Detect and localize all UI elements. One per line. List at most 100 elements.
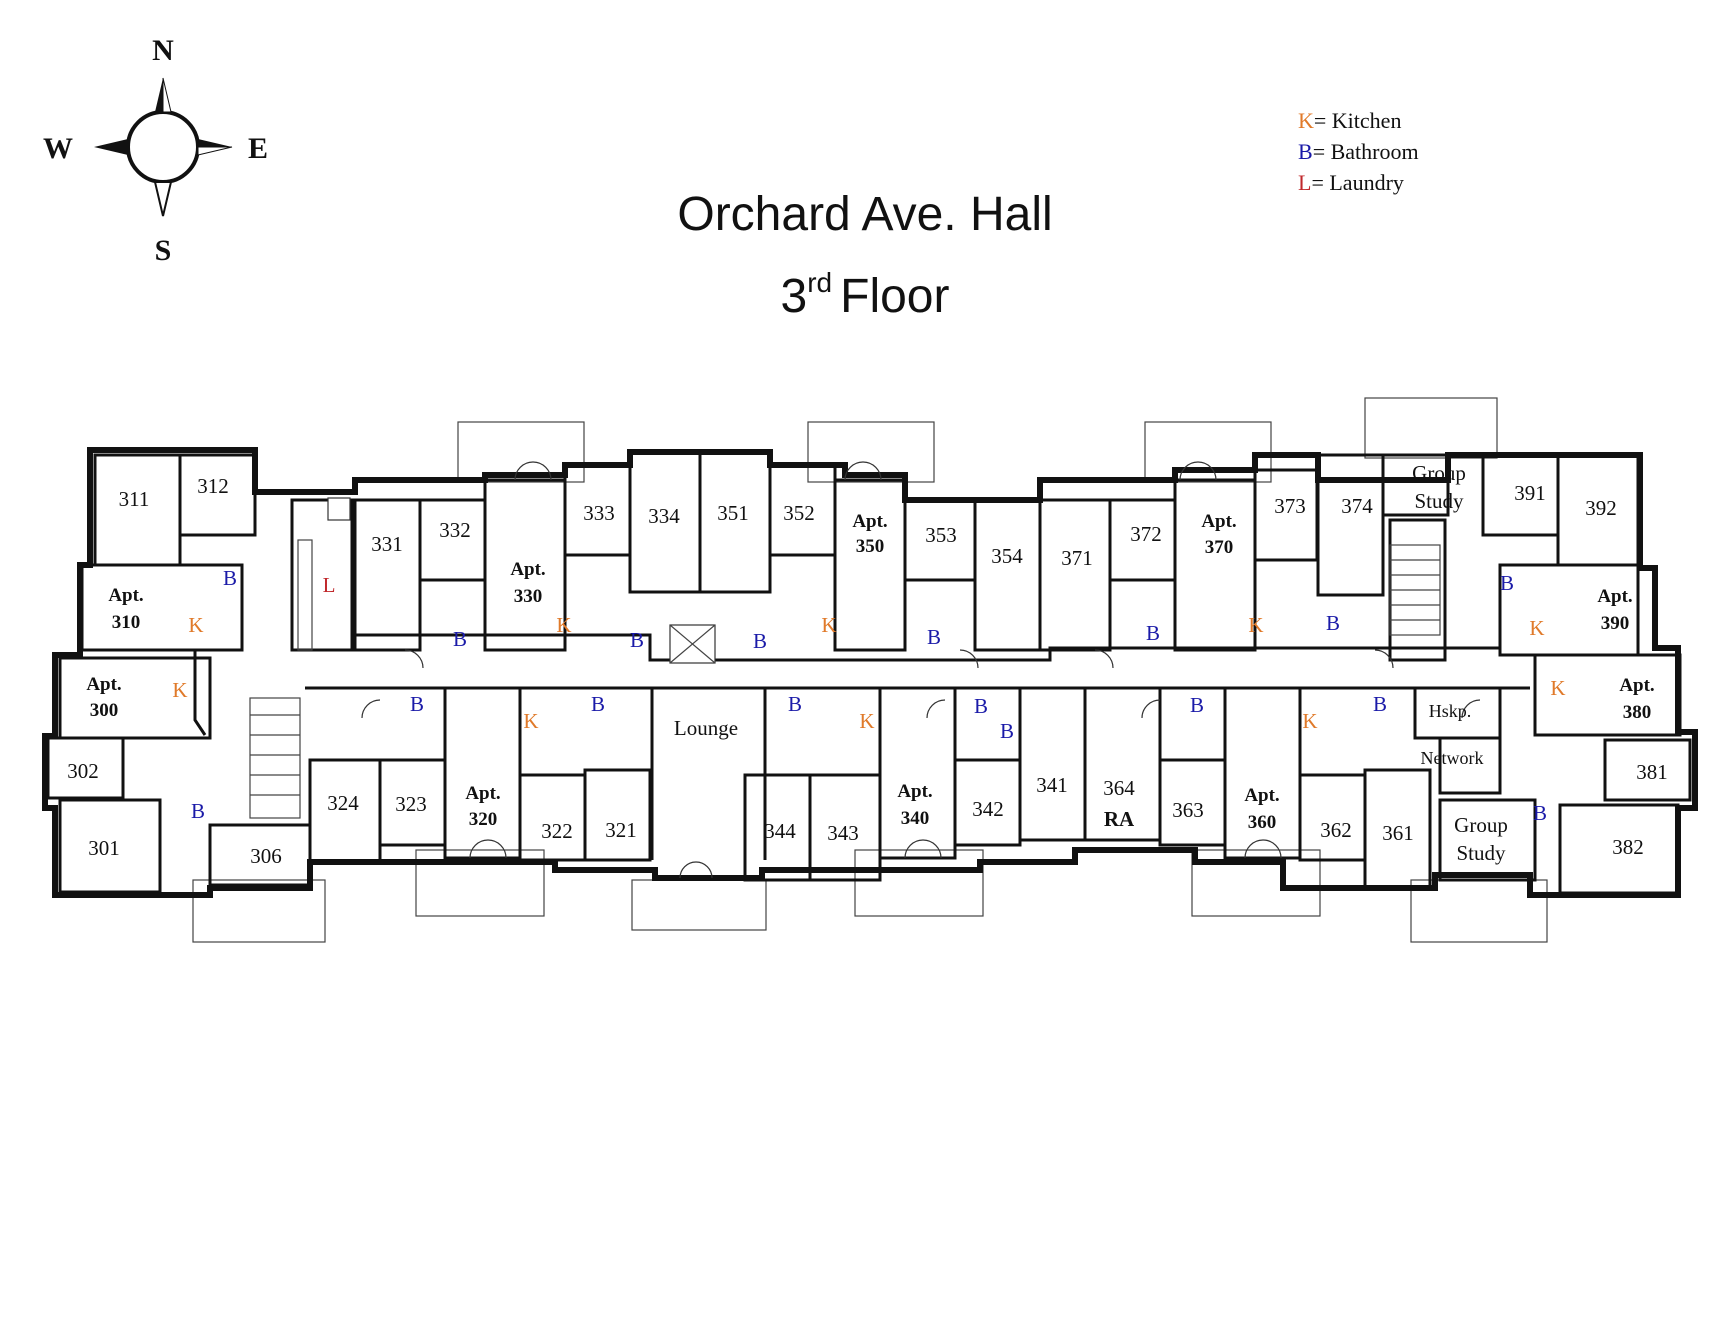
legend-kitchen: K= Kitchen bbox=[1298, 108, 1401, 133]
room-391-label: 391 bbox=[1514, 481, 1546, 505]
room-323-label: 323 bbox=[395, 792, 427, 816]
bathroom-mark: B bbox=[788, 692, 802, 716]
map-title: Orchard Ave. Hall bbox=[677, 188, 1052, 241]
bathroom-mark: B bbox=[1373, 692, 1387, 716]
apt-350-label-a: Apt. bbox=[852, 511, 887, 532]
legend-laundry: L= Laundry bbox=[1298, 170, 1404, 195]
room-392-label: 392 bbox=[1585, 496, 1617, 520]
bathroom-mark: B bbox=[974, 694, 988, 718]
apt-330-label-b: 330 bbox=[514, 586, 543, 607]
kitchen-mark: K bbox=[859, 709, 874, 733]
legend-kitchen-key: K bbox=[1298, 108, 1314, 133]
compass-rose: N S E W bbox=[43, 34, 268, 267]
apt-310-label-a: Apt. bbox=[108, 585, 143, 606]
bathroom-mark: B bbox=[453, 627, 467, 651]
group-study-south-a: Group bbox=[1454, 813, 1508, 837]
apt-350-label-b: 350 bbox=[856, 536, 885, 557]
group-study-north-a: Group bbox=[1412, 461, 1466, 485]
room-364-label: 364 bbox=[1103, 776, 1135, 800]
group-study-south-b: Study bbox=[1456, 841, 1506, 865]
bathroom-mark: B bbox=[223, 566, 237, 590]
group-study-north-b: Study bbox=[1414, 489, 1464, 513]
room-344-label: 344 bbox=[764, 819, 796, 843]
room-302-label: 302 bbox=[67, 759, 99, 783]
apt-300-label-b: 300 bbox=[90, 700, 119, 721]
apt-340-label-a: Apt. bbox=[897, 781, 932, 802]
room-342-label: 342 bbox=[972, 797, 1004, 821]
room-351-label: 351 bbox=[717, 501, 749, 525]
room-371-label: 371 bbox=[1061, 546, 1093, 570]
apt-390-label-a: Apt. bbox=[1597, 586, 1632, 607]
kitchen-mark: K bbox=[188, 613, 203, 637]
apt-300-label-a: Apt. bbox=[86, 674, 121, 695]
legend-laundry-key: L bbox=[1298, 170, 1311, 195]
compass-south-label: S bbox=[155, 234, 172, 267]
room-333-label: 333 bbox=[583, 501, 615, 525]
bathroom-marks: B B B B B B B B B B B B B B B B B bbox=[191, 566, 1547, 825]
room-labels: 311 312 Apt. 310 Apt. 300 302 301 306 L … bbox=[67, 461, 1668, 868]
apt-320-label-b: 320 bbox=[469, 809, 498, 830]
room-374-label: 374 bbox=[1341, 494, 1373, 518]
room-362-label: 362 bbox=[1320, 818, 1352, 842]
kitchen-mark: K bbox=[1248, 613, 1263, 637]
room-301-label: 301 bbox=[88, 836, 120, 860]
doors bbox=[361, 461, 1481, 879]
apt-370-label-a: Apt. bbox=[1201, 511, 1236, 532]
kitchen-mark: K bbox=[556, 613, 571, 637]
room-382-label: 382 bbox=[1612, 835, 1644, 859]
room-312-label: 312 bbox=[197, 474, 229, 498]
floor-title: 3rd Floor bbox=[781, 267, 950, 323]
room-331-label: 331 bbox=[371, 532, 403, 556]
room-332-label: 332 bbox=[439, 518, 471, 542]
kitchen-mark: K bbox=[1529, 616, 1544, 640]
room-354-label: 354 bbox=[991, 544, 1023, 568]
room-352-label: 352 bbox=[783, 501, 815, 525]
room-361-label: 361 bbox=[1382, 821, 1414, 845]
kitchen-mark: K bbox=[1302, 709, 1317, 733]
bathroom-mark: B bbox=[630, 628, 644, 652]
room-322-label: 322 bbox=[541, 819, 573, 843]
room-321-label: 321 bbox=[605, 818, 637, 842]
room-381-label: 381 bbox=[1636, 760, 1668, 784]
apt-340-label-b: 340 bbox=[901, 808, 930, 829]
room-343-label: 343 bbox=[827, 821, 859, 845]
bathroom-mark: B bbox=[753, 629, 767, 653]
legend-bathroom-key: B bbox=[1298, 139, 1313, 164]
legend-bathroom-text: = Bathroom bbox=[1313, 139, 1419, 164]
apt-310-label-b: 310 bbox=[112, 612, 141, 633]
room-324-label: 324 bbox=[327, 791, 359, 815]
floor-word: Floor bbox=[840, 270, 949, 323]
floor-suffix: rd bbox=[807, 267, 832, 298]
room-341-label: 341 bbox=[1036, 773, 1068, 797]
south-rooms bbox=[46, 653, 1692, 895]
kitchen-mark: K bbox=[1550, 676, 1565, 700]
map-legend: K= Kitchen B= Bathroom L= Laundry bbox=[1298, 108, 1419, 195]
floor-number: 3 bbox=[781, 270, 808, 323]
apt-380-label-a: Apt. bbox=[1619, 675, 1654, 696]
kitchen-mark: K bbox=[172, 678, 187, 702]
apt-320-label-a: Apt. bbox=[465, 783, 500, 804]
bathroom-mark: B bbox=[1190, 693, 1204, 717]
room-372-label: 372 bbox=[1130, 522, 1162, 546]
compass-east-label: E bbox=[248, 132, 268, 165]
bathroom-mark: B bbox=[1000, 719, 1014, 743]
bathroom-mark: B bbox=[591, 692, 605, 716]
ra-label: RA bbox=[1104, 807, 1135, 831]
apt-330-label-a: Apt. bbox=[510, 559, 545, 580]
legend-kitchen-text: = Kitchen bbox=[1314, 108, 1402, 133]
kitchen-mark: K bbox=[821, 613, 836, 637]
bathroom-mark: B bbox=[1326, 611, 1340, 635]
apt-390-label-b: 390 bbox=[1601, 613, 1630, 634]
kitchen-mark: K bbox=[523, 709, 538, 733]
bathroom-mark: B bbox=[410, 692, 424, 716]
north-rooms bbox=[80, 450, 1640, 664]
apt-360-label-b: 360 bbox=[1248, 812, 1277, 833]
bathroom-mark: B bbox=[1146, 621, 1160, 645]
compass-west-label: W bbox=[43, 132, 73, 165]
laundry-mark: L bbox=[323, 573, 336, 597]
housekeeping-label: Hskp. bbox=[1429, 701, 1472, 721]
legend-bathroom: B= Bathroom bbox=[1298, 139, 1419, 164]
legend-laundry-text: = Laundry bbox=[1311, 170, 1403, 195]
bathroom-mark: B bbox=[927, 625, 941, 649]
